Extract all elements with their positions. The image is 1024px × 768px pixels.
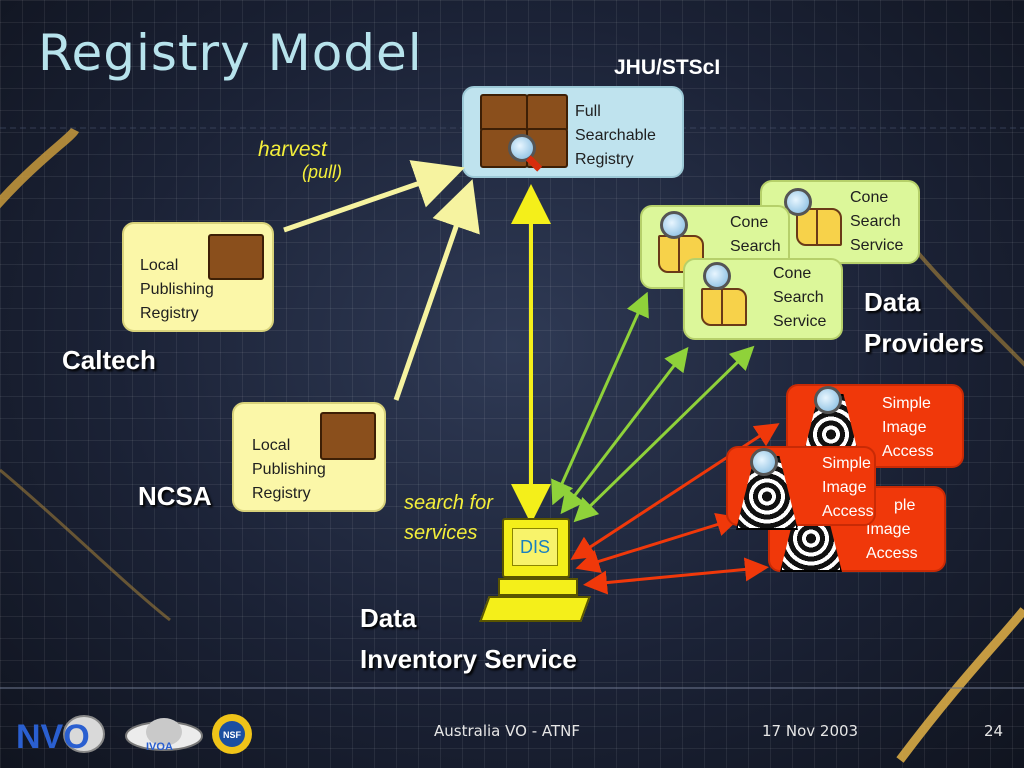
sia-mid-line1: ple bbox=[894, 497, 916, 514]
dis-label-line2: Inventory Service bbox=[360, 644, 577, 674]
sia-back-line1: Simple bbox=[882, 395, 931, 412]
caltech-registry-line1: Local bbox=[140, 257, 179, 274]
cone-front-line2: Search bbox=[773, 289, 824, 306]
magnifier-icon bbox=[750, 448, 778, 476]
cone-back-line3: Service bbox=[850, 237, 904, 254]
nsf-logo: NSF bbox=[210, 712, 254, 756]
sia-mid-line2: Image bbox=[866, 521, 911, 538]
harvest-arrow-ncsa bbox=[393, 179, 480, 401]
book-icon bbox=[796, 208, 842, 246]
ncsa-registry-box: Local Publishing Registry bbox=[232, 402, 386, 512]
data-providers-line2: Providers bbox=[864, 328, 984, 358]
ivoa-logo: IVOA bbox=[124, 714, 204, 758]
data-providers-line1: Data bbox=[864, 287, 921, 317]
caltech-registry-line2: Publishing bbox=[140, 281, 214, 298]
file-cabinet-icon bbox=[320, 412, 376, 460]
computer-base bbox=[498, 578, 578, 596]
sia-back-line3: Access bbox=[882, 443, 934, 460]
full-registry-line2: Searchable bbox=[575, 127, 656, 144]
cone-mid-line2: Search bbox=[730, 238, 781, 255]
cone-back-line2: Search bbox=[850, 213, 901, 230]
footer-date: 17 Nov 2003 bbox=[762, 722, 859, 740]
ivoa-logo-text: IVOA bbox=[146, 741, 173, 753]
dis-computer-icon: DIS bbox=[479, 518, 591, 624]
dis-label: Data Inventory Service bbox=[360, 598, 577, 680]
cone-search-box-front: Cone Search Service bbox=[683, 258, 843, 340]
dis-label-line1: Data bbox=[360, 603, 417, 633]
ncsa-registry-line2: Publishing bbox=[252, 461, 326, 478]
ncsa-registry-line3: Registry bbox=[252, 485, 311, 502]
caltech-registry-line3: Registry bbox=[140, 305, 199, 322]
search-services-label: search for services bbox=[404, 488, 493, 548]
sia-front-line3: Access bbox=[822, 503, 874, 520]
magnifier-icon bbox=[703, 262, 731, 290]
sia-mid-line3: Access bbox=[866, 545, 918, 562]
sia-back-line2: Image bbox=[882, 419, 927, 436]
monitor: DIS bbox=[502, 518, 570, 578]
dis-screen-text: DIS bbox=[512, 528, 558, 566]
magnifier-icon bbox=[814, 386, 842, 414]
caltech-registry-box: Local Publishing Registry bbox=[122, 222, 274, 332]
ncsa-registry-line1: Local bbox=[252, 437, 291, 454]
caltech-label: Caltech bbox=[62, 345, 156, 375]
jhu-label: JHU/STScI bbox=[614, 56, 721, 79]
cone-mid-line1: Cone bbox=[730, 214, 769, 231]
sia-front-line2: Image bbox=[822, 479, 867, 496]
slide-title: Registry Model bbox=[38, 24, 423, 82]
data-providers-label: Data Providers bbox=[864, 282, 984, 364]
footer-venue: Australia VO - ATNF bbox=[434, 722, 580, 740]
harvest-label: harvest bbox=[258, 138, 327, 161]
magnifier-icon bbox=[660, 211, 688, 239]
cone-front-line1: Cone bbox=[773, 265, 812, 282]
cone-back-line1: Cone bbox=[850, 189, 889, 206]
nsf-logo-text: NSF bbox=[223, 730, 242, 740]
ncsa-label: NCSA bbox=[138, 481, 212, 511]
search-for-text: search for bbox=[404, 492, 493, 514]
sia-arrow-3 bbox=[583, 557, 769, 595]
sia-box-front: Simple Image Access bbox=[726, 446, 876, 530]
full-registry-line1: Full bbox=[575, 103, 601, 120]
cone-front-line3: Service bbox=[773, 313, 827, 330]
pull-label: (pull) bbox=[302, 162, 343, 182]
nvo-logo: NVO bbox=[14, 712, 106, 756]
sia-arrow-2 bbox=[575, 512, 741, 574]
full-registry-box: Full Searchable Registry bbox=[462, 86, 684, 178]
file-cabinet-icon bbox=[208, 234, 264, 280]
book-icon bbox=[701, 288, 747, 326]
footer-page-number: 24 bbox=[984, 722, 1004, 740]
sia-front-line1: Simple bbox=[822, 455, 871, 472]
services-text: services bbox=[404, 522, 478, 544]
harvest-arrow-caltech bbox=[283, 160, 465, 233]
nvo-logo-text: NVO bbox=[16, 718, 90, 756]
full-registry-line3: Registry bbox=[575, 151, 634, 168]
